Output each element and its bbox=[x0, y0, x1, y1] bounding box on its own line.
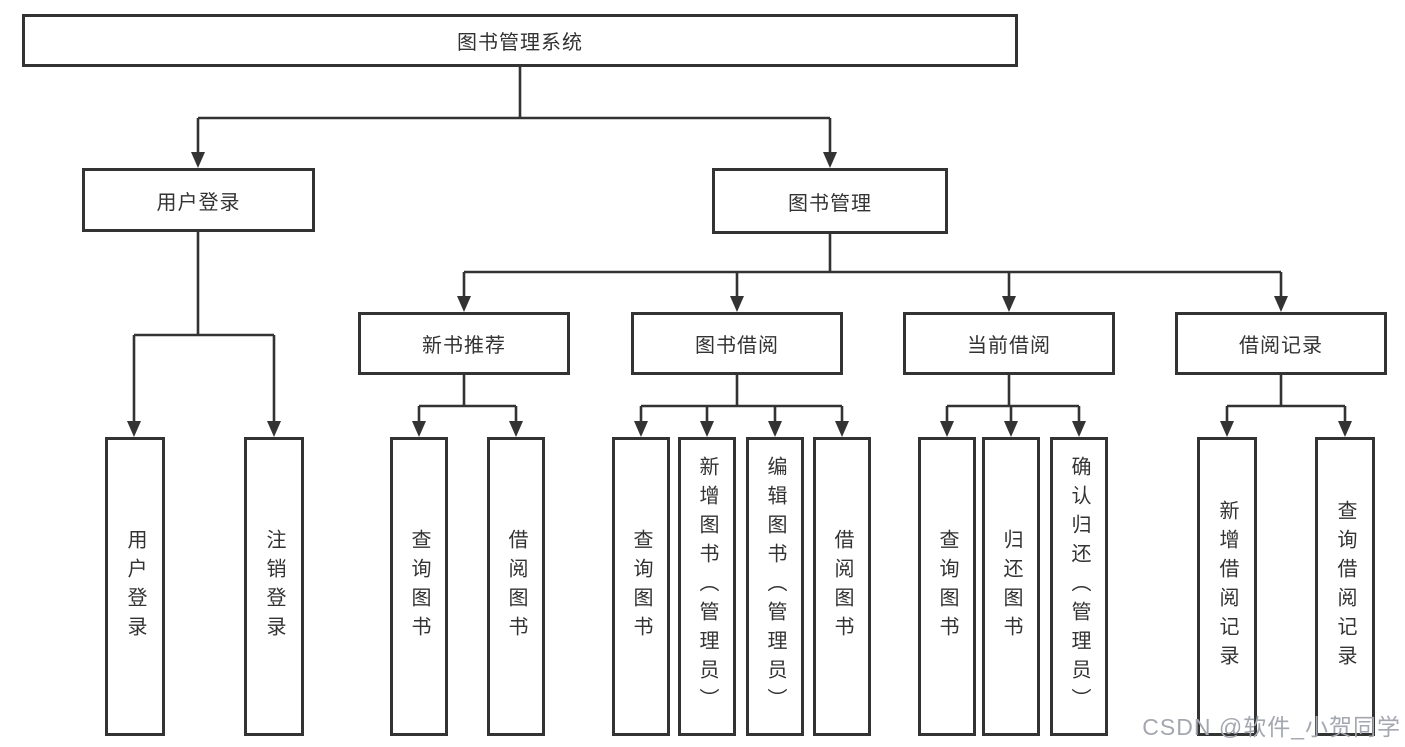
leaf-borrow-books-recommend: 借阅图书 bbox=[487, 437, 545, 736]
leaf-logout: 注销登录 bbox=[244, 437, 304, 736]
node-label: 新书推荐 bbox=[422, 335, 506, 357]
leaf-query-books-borrow: 查询图书 bbox=[612, 437, 670, 736]
arrow-down-icon bbox=[835, 421, 849, 437]
node-library-management-system: 图书管理系统 bbox=[22, 14, 1018, 67]
arrow-down-icon bbox=[1338, 421, 1352, 437]
leaf-add-books-admin: 新增图书（管理员） bbox=[678, 437, 736, 736]
node-label: 用户登录 bbox=[156, 191, 241, 214]
node-label: 图书管理 bbox=[788, 192, 872, 215]
watermark: CSDN @软件_小贺同学 bbox=[1142, 714, 1401, 740]
arrow-down-icon bbox=[940, 421, 954, 437]
node-book-management: 图书管理 bbox=[712, 168, 948, 234]
node-label: 借阅图书 bbox=[831, 528, 853, 645]
leaf-query-books-recommend: 查询图书 bbox=[390, 437, 448, 736]
connector-borrow-records bbox=[1225, 375, 1347, 423]
node-label: 归还图书 bbox=[1000, 528, 1022, 645]
arrow-down-icon bbox=[412, 421, 426, 437]
leaf-edit-books-admin: 编辑图书（管理员） bbox=[746, 437, 804, 736]
node-borrow-records: 借阅记录 bbox=[1175, 312, 1387, 375]
node-label: 新增图书（管理员） bbox=[696, 456, 718, 717]
arrow-down-icon bbox=[1274, 296, 1288, 312]
arrow-down-icon bbox=[191, 152, 205, 168]
node-label: 当前借阅 bbox=[967, 335, 1051, 357]
leaf-add-borrow-record: 新增借阅记录 bbox=[1197, 437, 1257, 736]
arrow-down-icon bbox=[1004, 421, 1018, 437]
arrow-down-icon bbox=[127, 421, 141, 437]
leaf-borrow-books: 借阅图书 bbox=[813, 437, 871, 736]
node-label: 编辑图书（管理员） bbox=[764, 456, 786, 717]
node-label: 确认归还（管理员） bbox=[1068, 456, 1090, 717]
arrow-down-icon bbox=[730, 296, 744, 312]
leaf-confirm-return-admin: 确认归还（管理员） bbox=[1050, 437, 1108, 736]
node-book-borrow: 图书借阅 bbox=[631, 312, 843, 375]
node-label: 图书管理系统 bbox=[457, 32, 583, 54]
leaf-query-borrow-record: 查询借阅记录 bbox=[1315, 437, 1375, 736]
node-label: 用户登录 bbox=[124, 528, 146, 645]
node-label: 注销登录 bbox=[263, 528, 285, 645]
connector-book-borrow bbox=[639, 375, 844, 423]
node-user-login: 用户登录 bbox=[82, 168, 315, 232]
leaf-user-login: 用户登录 bbox=[105, 437, 165, 736]
arrow-down-icon bbox=[509, 421, 523, 437]
node-label: 查询图书 bbox=[936, 528, 958, 645]
connector-book-management bbox=[462, 234, 1283, 298]
node-label: 新增借阅记录 bbox=[1216, 499, 1238, 674]
arrowheads bbox=[127, 152, 1352, 437]
node-label: 借阅记录 bbox=[1239, 335, 1323, 357]
arrow-down-icon bbox=[768, 421, 782, 437]
arrow-down-icon bbox=[1072, 421, 1086, 437]
connector-user-login bbox=[132, 232, 276, 423]
node-new-book-recommend: 新书推荐 bbox=[358, 312, 570, 375]
node-label: 图书借阅 bbox=[695, 335, 779, 357]
arrow-down-icon bbox=[1220, 421, 1234, 437]
node-label: 查询借阅记录 bbox=[1334, 499, 1356, 674]
arrow-down-icon bbox=[457, 296, 471, 312]
arrow-down-icon bbox=[1002, 296, 1016, 312]
connector-current-borrow bbox=[945, 375, 1081, 423]
connector-root bbox=[196, 67, 832, 154]
node-label: 查询图书 bbox=[630, 528, 652, 645]
node-label: 借阅图书 bbox=[505, 528, 527, 645]
node-current-borrow: 当前借阅 bbox=[903, 312, 1115, 375]
connector-new-book-recommend bbox=[417, 375, 518, 423]
arrow-down-icon bbox=[700, 421, 714, 437]
node-label: 查询图书 bbox=[408, 528, 430, 645]
leaf-query-books-current: 查询图书 bbox=[918, 437, 976, 736]
arrow-down-icon bbox=[823, 152, 837, 168]
arrow-down-icon bbox=[267, 421, 281, 437]
arrow-down-icon bbox=[634, 421, 648, 437]
leaf-return-books: 归还图书 bbox=[982, 437, 1040, 736]
